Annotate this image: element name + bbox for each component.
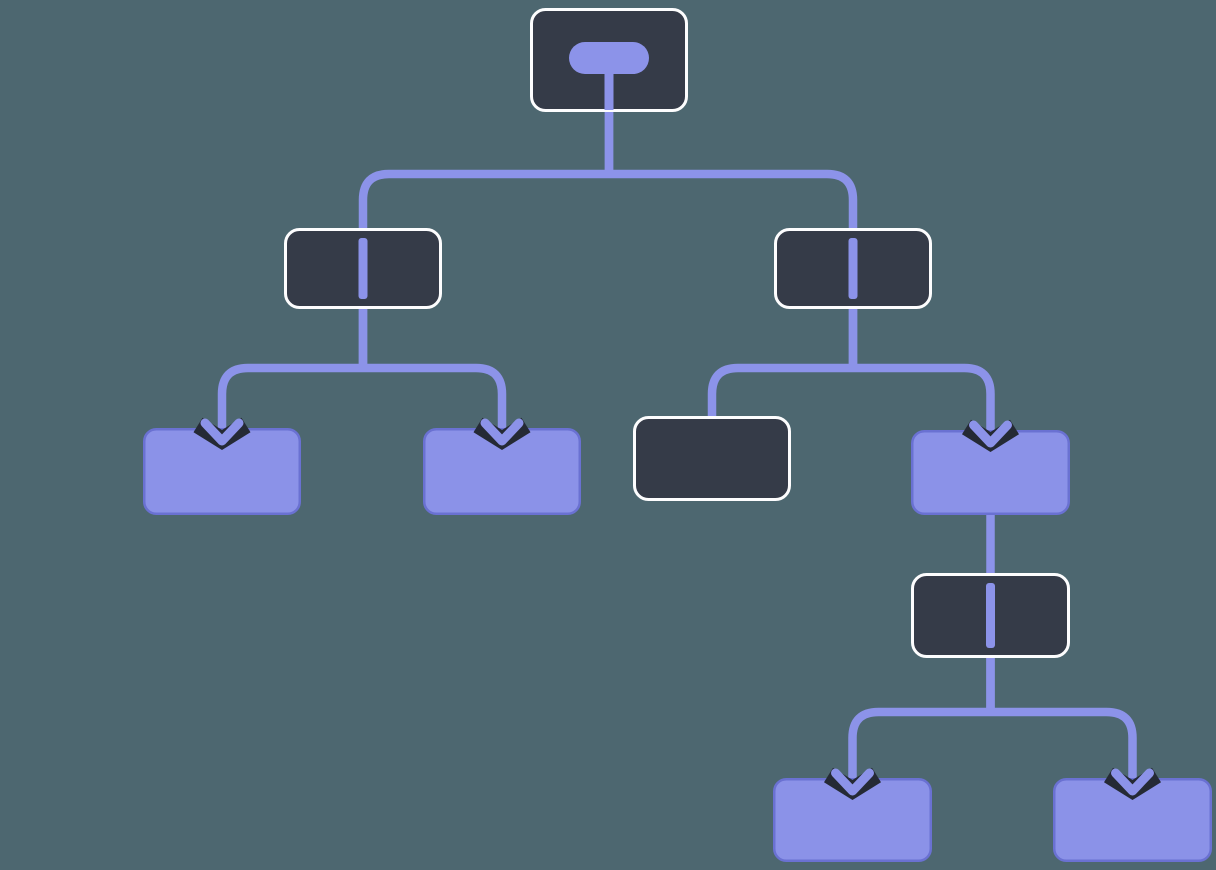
connector-edge: [604, 111, 858, 231]
connector-edge: [986, 657, 1137, 786]
tree-node-leaf-f[interactable]: [773, 778, 932, 862]
node-layer: [143, 8, 1212, 862]
arrow-down-icon: [961, 419, 1020, 453]
arrow-layer: [193, 417, 1162, 801]
vertical-bar-icon: [986, 583, 995, 648]
arrow-down-icon: [473, 417, 531, 451]
connector-edge: [848, 308, 995, 438]
tree-node-node-c[interactable]: [633, 416, 791, 501]
connector-edge: [358, 308, 507, 436]
node-icon-layer: [358, 42, 995, 648]
connector-edge: [217, 308, 368, 436]
tree-node-leaf-b[interactable]: [423, 428, 581, 515]
tree-node-leaf-a[interactable]: [143, 428, 301, 515]
connector-edge: [707, 308, 858, 419]
vertical-bar-icon: [848, 238, 858, 299]
root-handle-icon: [569, 42, 649, 110]
connector-layer: [217, 111, 1137, 786]
connector-edge: [358, 111, 614, 231]
arrow-down-icon: [193, 417, 251, 451]
connector-edge: [848, 657, 995, 786]
tree-node-leaf-g[interactable]: [1053, 778, 1212, 862]
vertical-bar-icon: [358, 238, 368, 299]
arrow-down-icon: [823, 767, 882, 801]
arrow-down-icon: [1103, 767, 1162, 801]
tree-node-node-d[interactable]: [911, 430, 1070, 515]
